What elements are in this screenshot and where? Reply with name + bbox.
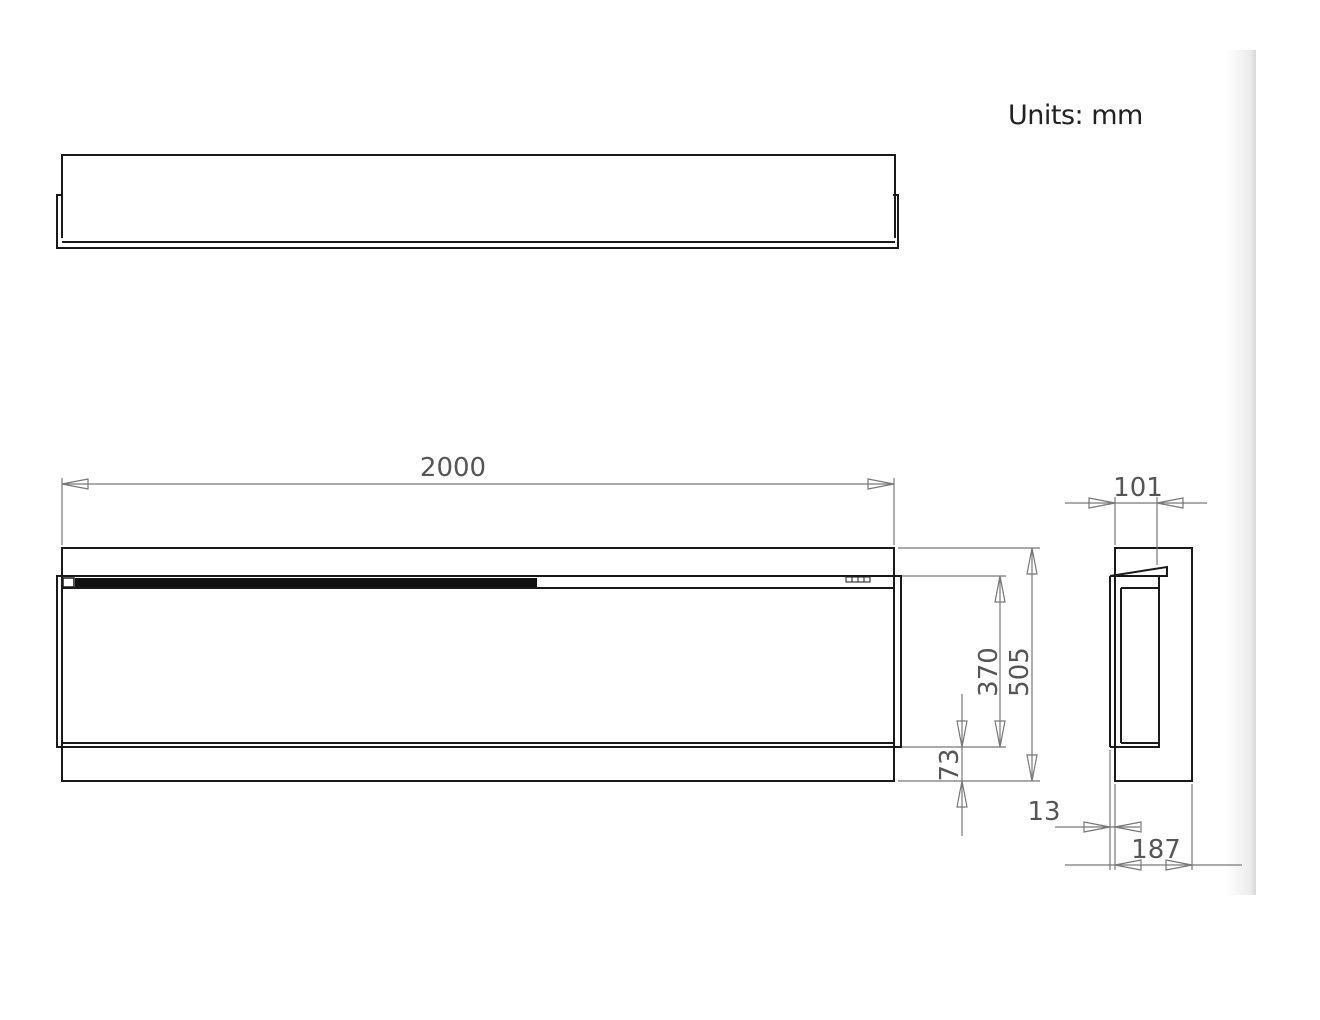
dimension-opening-height-label: 370 xyxy=(974,647,1004,697)
dimension-bottom-offset xyxy=(956,694,968,836)
dimension-glass-offset xyxy=(1055,750,1142,870)
dimension-width-label: 2000 xyxy=(420,453,486,483)
dimension-opening-height xyxy=(902,575,1006,748)
top-view-body xyxy=(61,154,896,238)
page-edge-shadow xyxy=(1226,50,1256,895)
front-view-outer-frame xyxy=(61,547,895,782)
dimension-width xyxy=(61,478,895,545)
dimension-bottom-offset-label: 73 xyxy=(935,748,965,781)
side-view-glass-frame xyxy=(1109,565,1168,748)
front-view-glass-panel xyxy=(56,575,902,748)
top-view xyxy=(56,154,899,249)
side-view-body xyxy=(1114,547,1193,782)
units-label: Units: mm xyxy=(1008,100,1143,131)
side-view xyxy=(1109,547,1193,782)
dimension-overall-depth xyxy=(1065,784,1242,871)
dimension-overall-depth-label: 187 xyxy=(1131,835,1181,865)
front-view xyxy=(56,547,902,782)
dimension-depth-top-label: 101 xyxy=(1113,473,1163,503)
dimension-depth-top xyxy=(1065,497,1207,565)
front-view-left-slot xyxy=(62,577,75,588)
top-view-left-flange xyxy=(56,194,899,249)
front-view-flame-bar xyxy=(75,578,537,587)
dimension-overall-height xyxy=(898,547,1040,782)
control-panel-icon xyxy=(845,576,871,583)
dimension-overall-height-label: 505 xyxy=(1005,647,1035,697)
dimension-glass-offset-label: 13 xyxy=(1027,797,1060,827)
